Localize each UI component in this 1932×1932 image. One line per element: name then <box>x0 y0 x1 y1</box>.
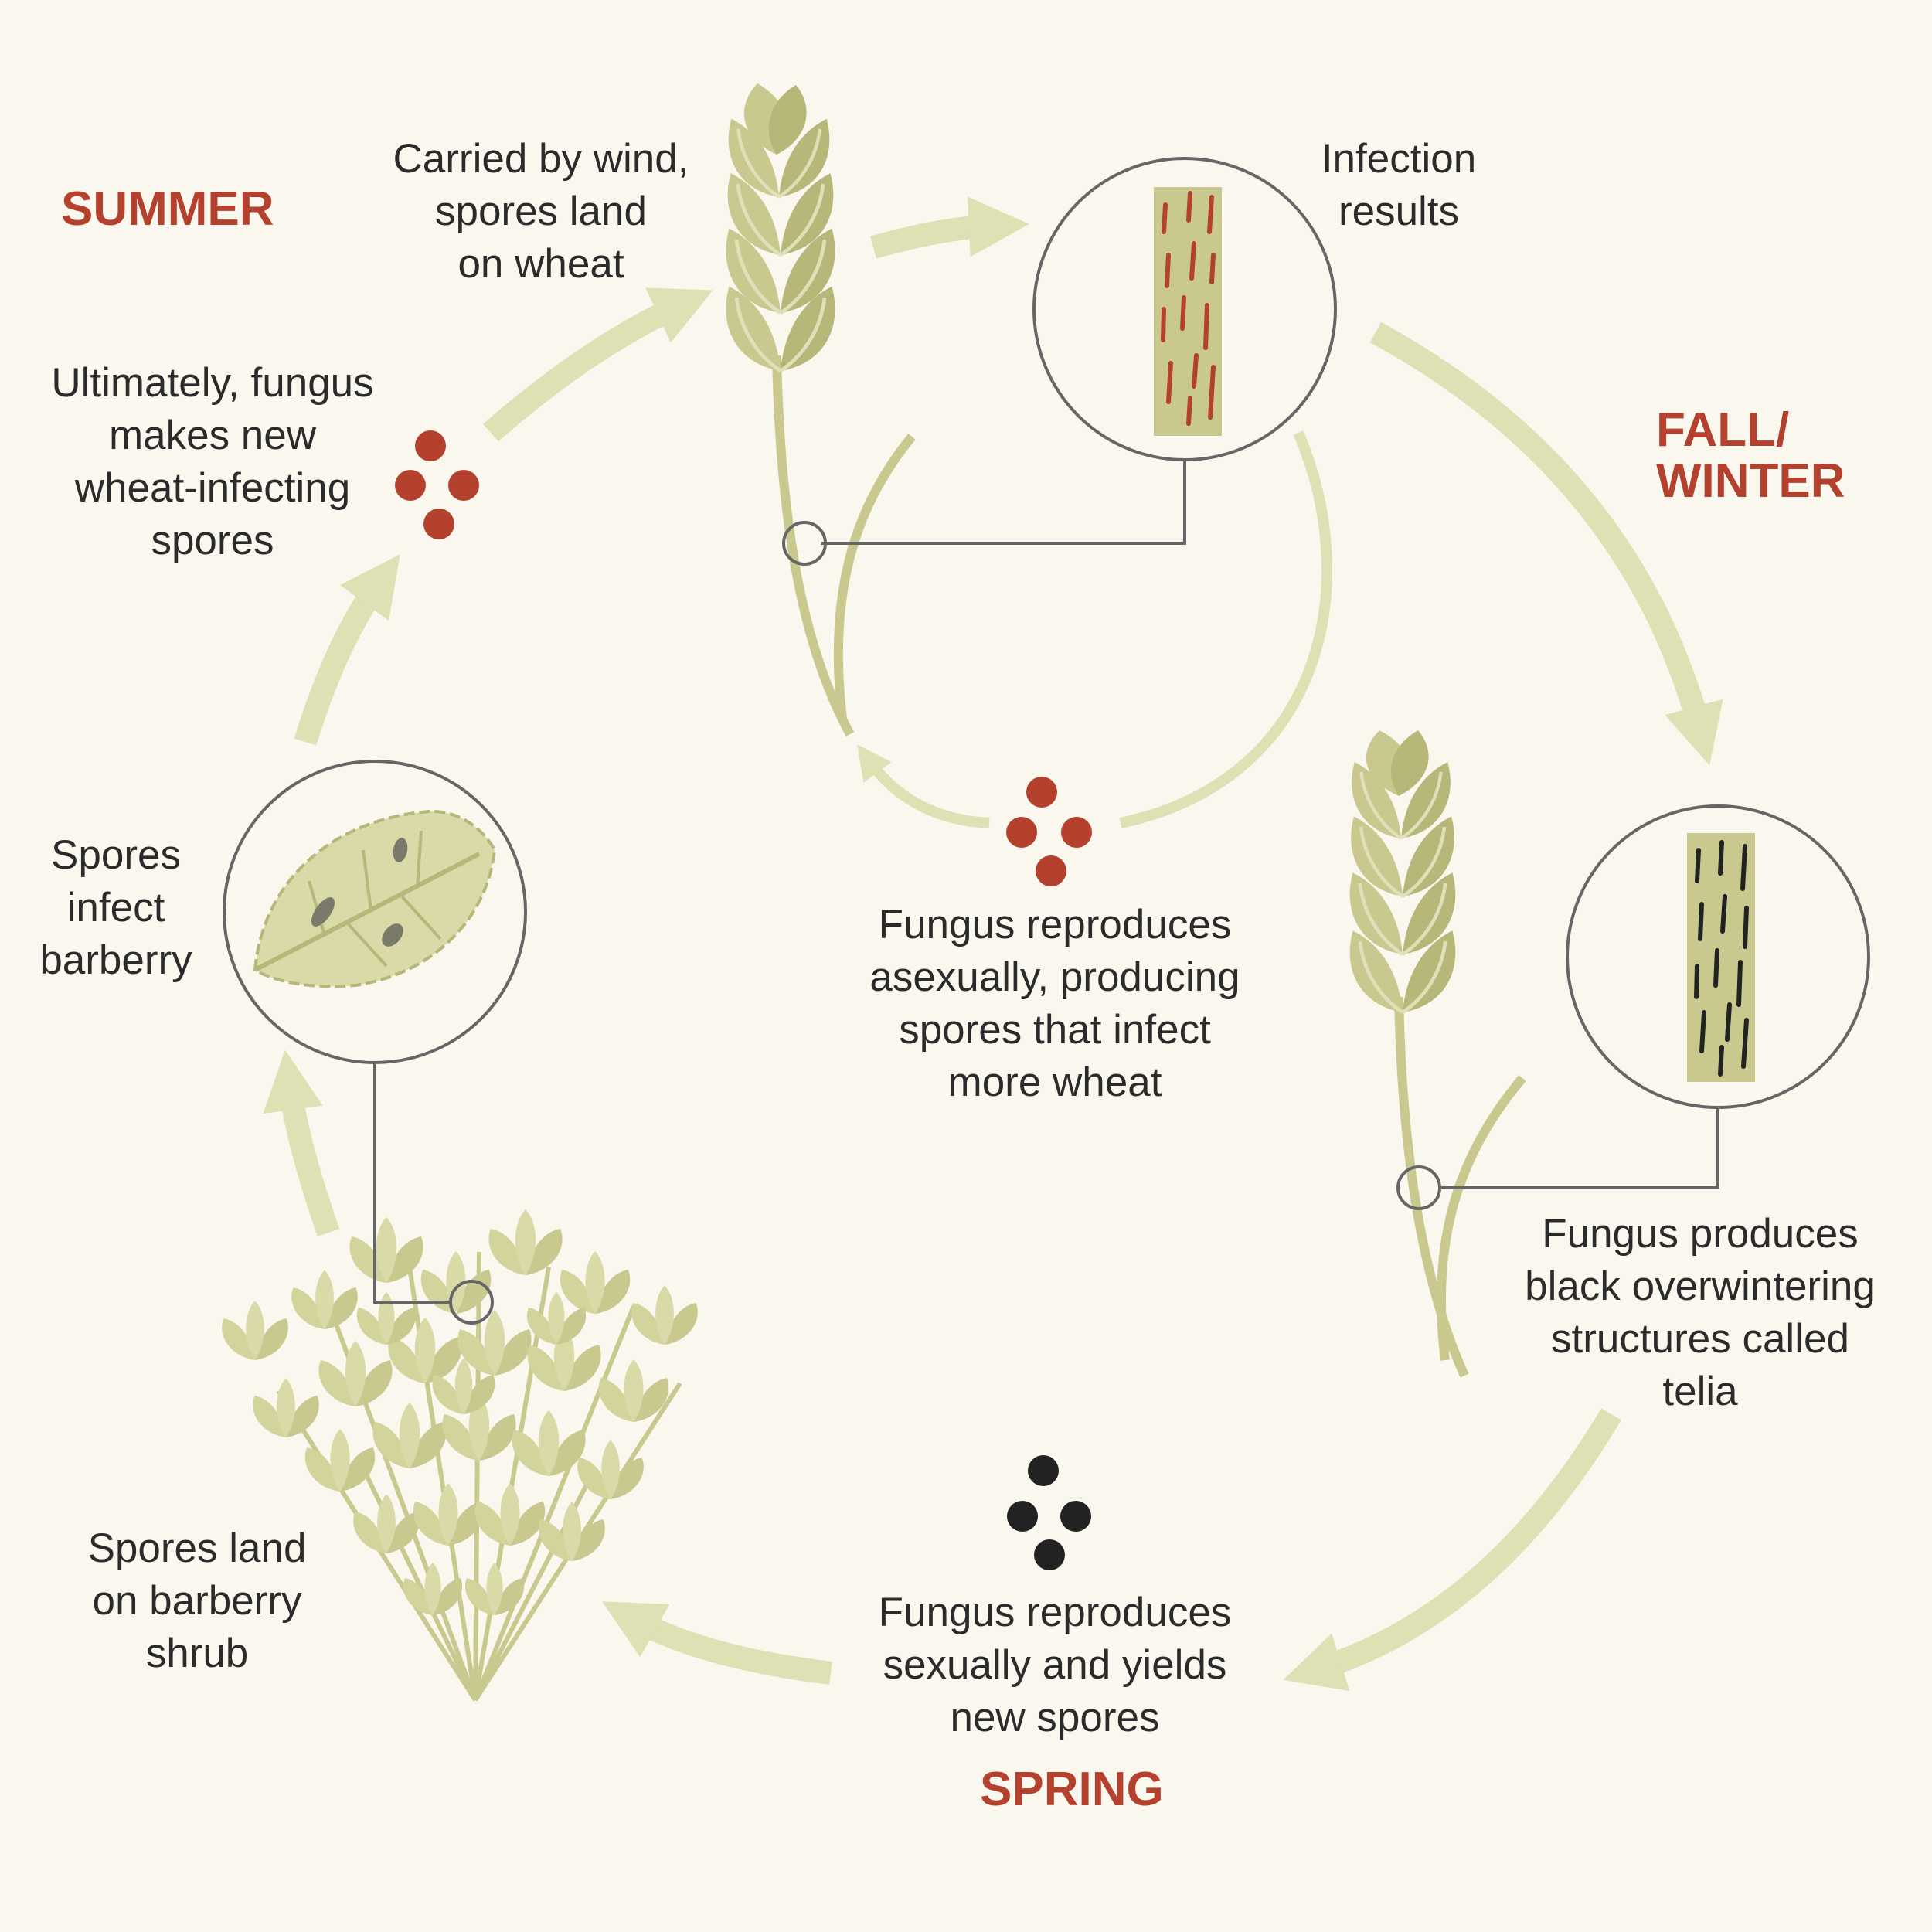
wheat-plant-right <box>1350 730 1526 1378</box>
season-spring: SPRING <box>980 1763 1164 1816</box>
wheat-plant-top <box>726 83 916 736</box>
callout-rings <box>449 521 1441 1325</box>
label-new-wheat-infecting-spores: Ultimately, fungus makes new wheat-infec… <box>51 360 374 563</box>
season-summer: SUMMER <box>61 182 274 236</box>
arrow-wheat-to-infection <box>869 196 1029 259</box>
arrow-spores-to-wheat <box>483 287 713 442</box>
spores-red-center <box>1006 777 1092 886</box>
spores-black-bottom <box>1007 1455 1091 1570</box>
arrow-infection-to-winter <box>1369 321 1723 766</box>
label-spores-infect-barberry: Spores infect barberry <box>39 832 192 983</box>
barberry-shrub <box>222 1209 698 1702</box>
season-fall-winter: FALL/ WINTER <box>1656 403 1845 508</box>
callout-lines <box>373 460 1719 1304</box>
telia-magnifier <box>1566 804 1870 1109</box>
label-infection-results: Infection results <box>1321 136 1477 234</box>
barberry-leaf-magnifier <box>223 760 527 1064</box>
arrow-telia-to-sexual <box>1283 1408 1621 1691</box>
label-asexual-reproduction: Fungus reproduces asexually, producing s… <box>869 902 1240 1105</box>
asexual-loop-arrow <box>857 430 1333 828</box>
arrow-sexual-to-barberry <box>602 1601 832 1685</box>
spores-red-left <box>395 430 479 539</box>
outer-cycle-arrows <box>263 196 1723 1691</box>
arrow-infect-to-spores <box>294 554 400 746</box>
infection-magnifier <box>1032 157 1337 461</box>
label-telia: Fungus produces black overwintering stru… <box>1525 1211 1876 1414</box>
arrow-barberry-to-infect <box>263 1049 340 1236</box>
label-carried-by-wind: Carried by wind, spores land on wheat <box>393 136 689 287</box>
label-spores-land-barberry: Spores land on barberry shrub <box>87 1526 307 1676</box>
label-sexual-reproduction: Fungus reproduces sexually and yields ne… <box>878 1590 1232 1740</box>
